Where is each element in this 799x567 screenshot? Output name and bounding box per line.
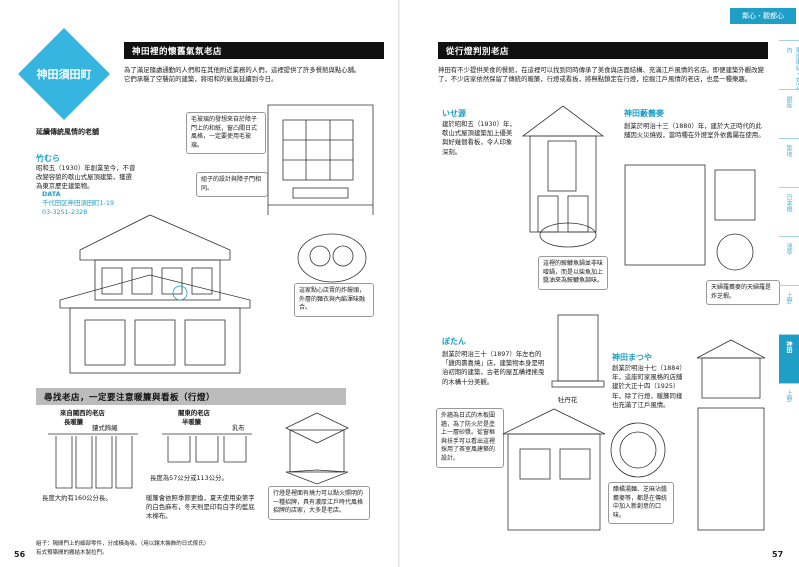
noren-right-title: 關東的老店 (178, 409, 210, 417)
shop2-name: 神田藪蕎麥 (624, 109, 664, 118)
len-long: 長度大約有160公分長。 (42, 494, 112, 502)
shop2-sketch (620, 160, 766, 276)
chapter-sidebar: 東京車站・丸之內 銀座 築地 日本橋 淺草 上野 神田 上野 (779, 40, 799, 432)
shop3-sketch (548, 310, 608, 390)
shop3-name: ぼたん (442, 337, 466, 346)
footnote-2: 有式預築間的搬結木製拉門。 (36, 550, 108, 556)
sidebar-item-ueno-2[interactable]: 上野 (779, 383, 799, 432)
right-page: 鄰心・觀都心 從行燈判別老店 神田有不少提供美食的餐館，在這裡可以找到同時傳承了… (400, 0, 799, 567)
noren-long-sketch (48, 430, 138, 490)
shop4-dish-sketch (602, 420, 674, 480)
right-section-title: 從行燈判別老店 (446, 47, 510, 57)
shop3-building-sketch (498, 404, 610, 534)
shop-desc: 昭和五（1930）年創業至今，不曾改變容貌的歇山式屋頂建築，獲選為東京歷史建築物… (36, 164, 136, 191)
shop4-desc: 創業於明治十七（1884）年，這座町家風格的店舖建於大正十四（1925）年，除了… (612, 364, 686, 409)
page-number-left: 56 (14, 550, 26, 559)
sidebar-item-kanda[interactable]: 神田 (779, 334, 799, 383)
gutter (398, 0, 400, 567)
data-address: 千代田区神田須田町1-19 (42, 199, 115, 207)
shop4-name: 神田まつや (612, 353, 652, 362)
noren-half-sketch (162, 430, 252, 464)
shop1-note: 這裡的鮟鱇魚鍋並非味噌鍋，而是以柴魚加上醬油來為鮟鱇魚調味。 (538, 256, 608, 290)
sidebar-item-tokyo[interactable]: 東京車站・丸之內 (779, 40, 799, 89)
noren-desc: 暖簾會依照季節更換，夏天使用染第字的白色麻布，冬天則是印有白字的藍底木棉布。 (146, 494, 255, 521)
noren-left-type: 長暖簾 (64, 418, 84, 426)
interior-sketch (263, 100, 378, 220)
shop3-desc: 創業於明治三十（1897）年左右的「雞肉壽喜燒」店，建築物本身是明治初期的建築，… (442, 350, 545, 386)
data-label: DATA (42, 190, 61, 198)
header-tag: 鄰心・觀都心 (730, 8, 796, 24)
sweets-sketch (295, 228, 370, 286)
sidebar-item-ueno-1[interactable]: 上野 (779, 285, 799, 334)
andon-desc: 行燈是裡面有燒力可以點火照明的一種招牌，具有濃厚江戶時代風格招牌的店家，大多是老… (268, 486, 370, 520)
shop2-desc: 創業於明治十三（1880）年，建於大正時代的此舖因火災燒毀，當時種在外燈室外依舊… (624, 122, 765, 140)
intro-text: 為了滿足隨處通勤的人們和在其他附近業務的人們，這裡提供了許多餐館與點心舖。它們承… (124, 66, 361, 84)
andon-sketch (282, 410, 352, 485)
callout-lattice: 組子的設計與障子門相同。 (196, 172, 268, 198)
sidebar-item-tsukiji[interactable]: 築地 (779, 138, 799, 187)
callout-window: 毛玻璃的發想來自於障子門上的和紙，窗凸關日式風格，一定要使用毛玻璃。 (186, 112, 266, 155)
left-page: 神田須田町 延續傳統風情的老舖 神田裡的懷舊氣氛老店 為了滿足隨處通勤的人們和在… (0, 0, 399, 567)
section-title-bar: 神田裡的懷舊氣氛老店 (124, 42, 384, 59)
data-phone: 03-3251-2328 (42, 208, 88, 216)
building-sketch (40, 190, 265, 380)
shop1-name: いせ源 (442, 109, 466, 118)
page-number-right: 57 (772, 550, 784, 559)
shop4-note: 醋橘湯麵、芝麻沾醬蕎麥等，都是在傳統中加入新創意的口味。 (608, 482, 674, 525)
section-title: 神田裡的懷舊氣氛老店 (132, 47, 223, 57)
district-subtitle: 延續傳統風情的老舖 (36, 128, 99, 136)
right-section-title-bar: 從行燈判別老店 (438, 42, 768, 59)
noren-right-type: 半暖簾 (182, 418, 202, 426)
shop1-dish-sketch (538, 220, 598, 250)
len-half: 長度為57公分或113公分。 (150, 474, 228, 482)
shop1-desc: 建於昭和五（1930）年，歇山式屋頂建築加上優美與好幾個看板，令人印象深刻。 (442, 120, 516, 156)
shop-name: 竹むら (36, 154, 60, 163)
label-knot: 鏤式飾繩 (92, 424, 118, 432)
sub-title: 尋找老店，一定要注意暖簾與看板（行燈） (44, 393, 216, 403)
shop2-note: 天婦羅蕎麥的天婦羅是炸芝蝦。 (706, 280, 780, 306)
sub-title-bar: 尋找老店，一定要注意暖簾與看板（行燈） (36, 388, 346, 405)
callout-sweets: 這家點心店賣的炸饅頭，外層的麵衣與內餡渾味融合。 (294, 283, 374, 317)
district-name: 神田須田町 (36, 68, 92, 81)
shop3-label: 牡丹花 (558, 396, 578, 404)
right-intro: 神田有不少提供美食的餐館，在這裡可以找到同時傳承了美食與店面結構、充滿江戶風情的… (438, 66, 764, 84)
footnote-1: 組子：隔間門上的細部零件，分成橫為吸。（用以鑲木裝飾的日式傢氏） (36, 541, 210, 547)
sidebar-item-asakusa[interactable]: 淺草 (779, 236, 799, 285)
label-cloth: 乳布 (232, 424, 245, 432)
sidebar-item-nihonbashi[interactable]: 日本橋 (779, 187, 799, 236)
shop3-note: 外牆為日式的木板圍牆，為了防火於是塗上一層砂漿。從窗框與扶手可以看出這裡採用了茶… (436, 408, 504, 468)
district-badge (16, 26, 112, 122)
sidebar-item-ginza[interactable]: 銀座 (779, 89, 799, 138)
noren-left-title: 來自關西的老店 (60, 409, 105, 417)
shop1-sketch (518, 96, 608, 236)
shop4-sketch (692, 338, 770, 534)
